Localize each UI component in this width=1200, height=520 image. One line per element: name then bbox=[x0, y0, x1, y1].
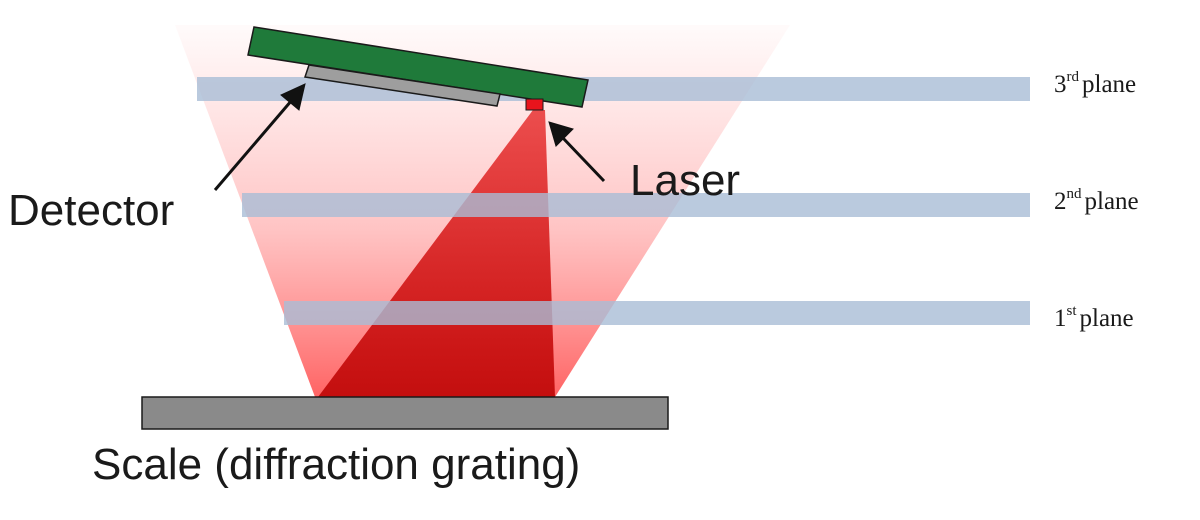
laser-arrow bbox=[548, 121, 606, 183]
plane-1-number: 1 bbox=[1054, 305, 1067, 332]
laser-label: Laser bbox=[630, 156, 741, 205]
laser-source bbox=[525, 98, 544, 111]
detector-arrow bbox=[213, 83, 306, 191]
plane-1-band bbox=[284, 301, 1030, 325]
detector-label: Detector bbox=[8, 186, 175, 235]
plane-2-ordinal: nd bbox=[1066, 186, 1082, 202]
detector bbox=[304, 64, 501, 107]
scale-label: Scale (diffraction grating) bbox=[92, 440, 581, 489]
sensor-board bbox=[247, 26, 589, 108]
plane-1-ordinal: st bbox=[1066, 303, 1077, 319]
plane-3-ordinal: rd bbox=[1066, 69, 1080, 85]
plane-3-band bbox=[197, 77, 1030, 101]
plane-3-number: 3 bbox=[1054, 71, 1067, 98]
laser-beam bbox=[318, 110, 555, 397]
scale-bar bbox=[141, 396, 669, 430]
plane-2-number: 2 bbox=[1054, 188, 1067, 215]
plane-3-word: plane bbox=[1082, 71, 1137, 98]
plane-1-word: plane bbox=[1079, 305, 1134, 332]
plane-2-word: plane bbox=[1084, 188, 1139, 215]
plane-2-band bbox=[242, 193, 1030, 217]
